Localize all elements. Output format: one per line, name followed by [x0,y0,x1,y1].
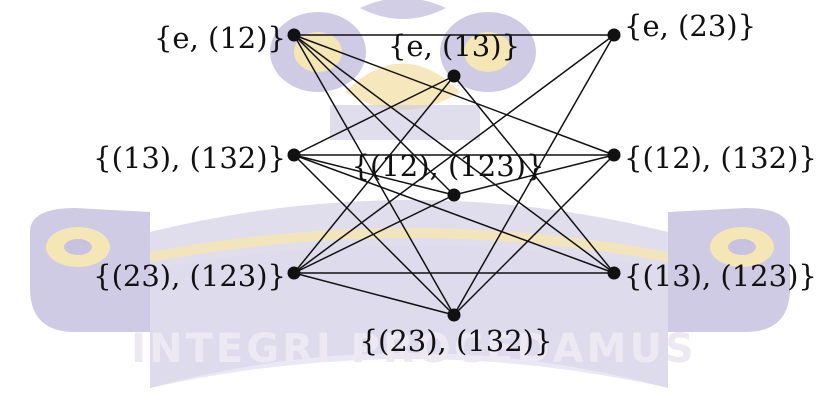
node-label-n3: {(23), (123)} [93,259,286,293]
edge-n3-n6 [293,272,455,316]
node-label-n6: {(23), (132)} [360,324,553,358]
label-layer: {e, (12)} {(13), (132)} {(23), (123)} {e, (… [93,9,817,358]
node-label-n9: {(13), (123)} [624,259,817,293]
scroll-banner: INTEGRI PROCEDAMUS [30,200,790,388]
watermark-motto: INTEGRI PROCEDAMUS [131,326,696,372]
node-label-n2: {(13), (132)} [93,141,286,175]
node-n2 [287,148,301,162]
edge-n3-n4 [293,75,455,274]
node-label-n8: {(12), (132)} [624,141,817,175]
node-n8 [607,148,621,162]
edge-n3-n7 [293,34,615,274]
node-n1 [287,28,301,42]
edge-n2-n9 [293,154,615,274]
node-label-n7: {e, (23)} [624,9,756,43]
node-n3 [287,266,301,280]
edge-n2-n4 [293,75,455,156]
edge-n1-n8 [293,34,615,156]
edge-n6-n8 [453,154,615,316]
node-n9 [607,266,621,280]
node-n7 [607,28,621,42]
node-n4 [447,69,461,83]
node-label-n1: {e, (12)} [154,21,286,55]
edge-n2-n6 [293,154,455,316]
edge-n3-n5 [293,194,455,274]
edge-layer [293,34,615,316]
edge-n6-n7 [453,34,615,316]
node-label-n4: {e, (13)} [388,29,520,63]
node-layer [287,28,621,322]
crest-emblem [270,0,536,140]
node-n6 [447,308,461,322]
node-label-n5: {(12), (123)} [352,149,545,183]
node-n5 [447,188,461,202]
